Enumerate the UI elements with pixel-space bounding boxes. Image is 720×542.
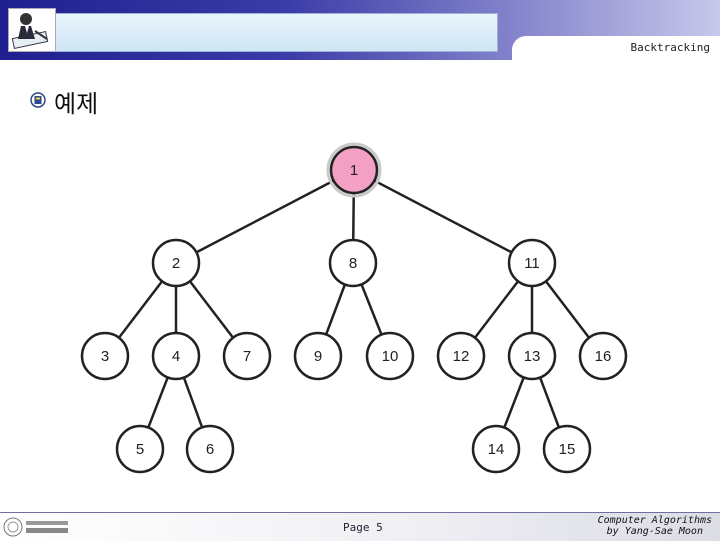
tree-node-14: 14 [471,424,521,474]
tree-node-circle [151,331,201,381]
tree-node-2: 2 [151,238,201,288]
tree-node-label: 5 [136,441,144,458]
tree-node-6: 6 [185,424,235,474]
tree-node-circle [328,238,378,288]
tree-node-3: 3 [80,331,130,381]
tree-node-12: 12 [436,331,486,381]
tree-node-circle [578,331,628,381]
tree-node-circle [293,331,343,381]
bullet-emblem-icon [30,92,46,108]
tree-node-label: 7 [243,348,251,365]
tree-node-circle [329,145,379,195]
tree-node-label: 12 [453,348,470,365]
presenter-logo-icon [8,8,56,52]
tree-node-halo [326,142,382,198]
tree-node-7: 7 [222,331,272,381]
tree-node-label: 3 [101,348,109,365]
credits-line-1: Computer Algorithms [597,515,712,526]
tree-node-circle [507,238,557,288]
tree-node-label: 11 [524,255,540,272]
tree-node-4: 4 [151,331,201,381]
tree-node-label: 4 [172,348,180,365]
tree-node-1: 1 [326,142,382,198]
tree-node-9: 9 [293,331,343,381]
tree-node-label: 8 [349,255,357,272]
tree-node-8: 8 [328,238,378,288]
tree-node-label: 2 [172,255,180,272]
tree-node-circle [115,424,165,474]
tree-node-label: 9 [314,348,322,365]
tree-node-15: 15 [542,424,592,474]
tree-node-13: 13 [507,331,557,381]
tree-node-label: 10 [382,348,399,365]
tree-node-label: 13 [524,348,541,365]
tree-edges [104,168,604,450]
credits: Computer Algorithms by Yang-Sae Moon [598,515,712,537]
tree-node-label: 14 [488,441,505,458]
tree-node-16: 16 [578,331,628,381]
tree-node-circle [80,331,130,381]
section-title: Backtracking [630,41,710,54]
slide-title: 예제 [54,90,99,118]
tree-edge-1-2 [175,168,355,265]
header-title-tab [55,13,498,52]
tree-node-circle [436,331,486,381]
tree-edge-1-11 [353,168,533,265]
university-logo-icon [2,516,72,538]
tree-node-5: 5 [115,424,165,474]
tree-node-circle [365,331,415,381]
tree-node-10: 10 [365,331,415,381]
tree-node-11: 11 [507,238,557,288]
tree-node-label: 1 [350,162,358,179]
tree-node-circle [222,331,272,381]
footer-bar [0,512,720,541]
tree-node-circle [185,424,235,474]
tree-node-label: 16 [595,348,612,365]
tree-node-label: 15 [559,441,576,458]
page-number: Page 5 [343,521,383,534]
header-curve [512,36,720,76]
tree-node-circle [542,424,592,474]
tree-node-label: 6 [206,441,214,458]
tree-node-circle [507,331,557,381]
tree-node-circle [151,238,201,288]
credits-line-2: by Yang-Sae Moon [606,526,703,537]
tree-node-circle [471,424,521,474]
